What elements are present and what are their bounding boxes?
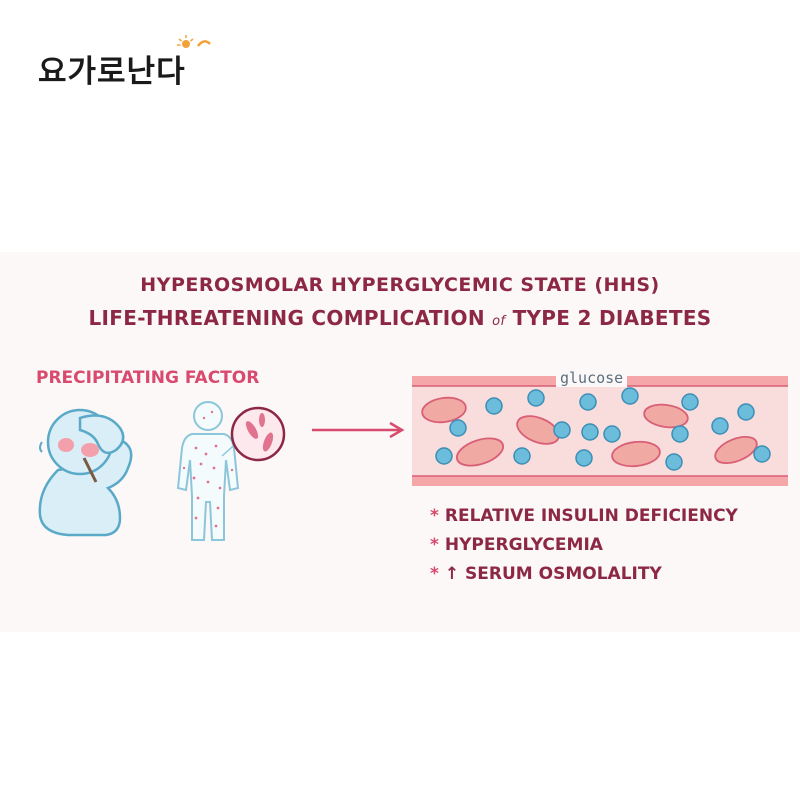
arrow-right-icon [312, 421, 405, 439]
infected-person-illustration [176, 401, 286, 541]
effects-list: *RELATIVE INSULIN DEFICIENCY *HYPERGLYCE… [430, 502, 738, 589]
diagram-subtitle: LIFE-THREATENING COMPLICATION of TYPE 2 … [88, 306, 712, 330]
diagram-title: HYPEROSMOLAR HYPERGLYCEMIC STATE (HHS) [140, 274, 660, 296]
sun-icon [177, 35, 211, 48]
logo-text: 요가로난다 [38, 54, 186, 90]
red-blood-cells [421, 396, 758, 468]
list-item: *HYPERGLYCEMIA [430, 535, 603, 555]
glucose-molecules [435, 387, 771, 471]
glucose-label: glucose [556, 369, 628, 387]
precipitating-factor-label: PRECIPITATING FACTOR [36, 368, 260, 388]
list-item: *RELATIVE INSULIN DEFICIENCY [430, 506, 738, 526]
sick-person-illustration [38, 408, 133, 537]
blood-vessel-illustration [412, 376, 788, 486]
list-item: *↑ SERUM OSMOLALITY [430, 564, 662, 584]
